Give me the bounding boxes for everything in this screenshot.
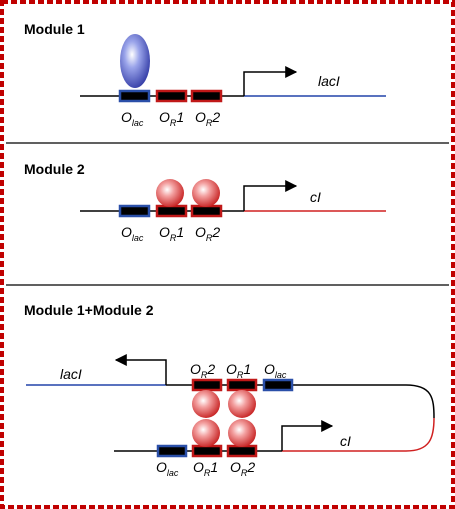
combined-bottom-site-or2: OR2 [230, 459, 255, 478]
combined-top-site-olac: Olac [264, 361, 287, 380]
module-combined-panel: Module 1+Module 2 lacI cI OR2 OR1 Ol [24, 302, 435, 478]
combined-bottom-or2-box [226, 444, 258, 458]
module-2-gene-label: cI [310, 189, 321, 205]
module-2-ci-protein-2 [192, 179, 220, 207]
combined-lacI-label: lacI [60, 366, 82, 382]
module-1-panel: Module 1 lacI Olac OR1 OR2 [24, 21, 386, 128]
module-2-or2-box [190, 204, 223, 218]
combined-top-site-or1: OR1 [226, 361, 251, 380]
module-2-ci-protein-1 [156, 179, 184, 207]
module-1-gene-label: lacI [318, 73, 340, 89]
combined-ci-protein-3 [192, 419, 220, 447]
combined-top-or2-box [191, 378, 223, 392]
combined-ci-protein-4 [228, 419, 256, 447]
module-1-laci-protein [120, 34, 150, 88]
module-1-olac-box [118, 89, 151, 103]
module-2-title: Module 2 [24, 161, 85, 177]
combined-dna-loop-red [405, 417, 435, 452]
combined-bottom-site-olac: Olac [156, 459, 179, 478]
module-1-site-or1: OR1 [159, 109, 184, 128]
combined-cI-promoter-arrow [281, 420, 334, 451]
module-1-site-or2: OR2 [195, 109, 220, 128]
combined-bottom-or1-box [191, 444, 223, 458]
module-2-site-or2: OR2 [195, 224, 220, 243]
module-1-site-olac: Olac [121, 109, 144, 128]
combined-ci-protein-1 [192, 390, 220, 418]
combined-cI-label: cI [340, 433, 351, 449]
module-1-promoter-arrow [243, 66, 298, 96]
combined-top-olac-box [262, 378, 294, 392]
module-1-title: Module 1 [24, 21, 85, 37]
module-combined-title: Module 1+Module 2 [24, 302, 154, 318]
module-2-olac-box [118, 204, 151, 218]
module-2-panel: Module 2 cI Olac OR1 OR2 [24, 161, 386, 243]
combined-lacI-promoter-arrow [114, 354, 167, 385]
module-2-site-olac: Olac [121, 224, 144, 243]
combined-top-or1-box [226, 378, 258, 392]
module-1-or1-box [155, 89, 188, 103]
module-2-site-or1: OR1 [159, 224, 184, 243]
module-2-promoter-arrow [243, 180, 298, 211]
combined-ci-protein-2 [228, 390, 256, 418]
combined-dna-loop-black [405, 384, 435, 419]
module-1-or2-box [190, 89, 223, 103]
combined-bottom-olac-box [156, 444, 188, 458]
combined-bottom-site-or1: OR1 [193, 459, 218, 478]
combined-top-site-or2: OR2 [190, 361, 215, 380]
module-2-or1-box [155, 204, 188, 218]
